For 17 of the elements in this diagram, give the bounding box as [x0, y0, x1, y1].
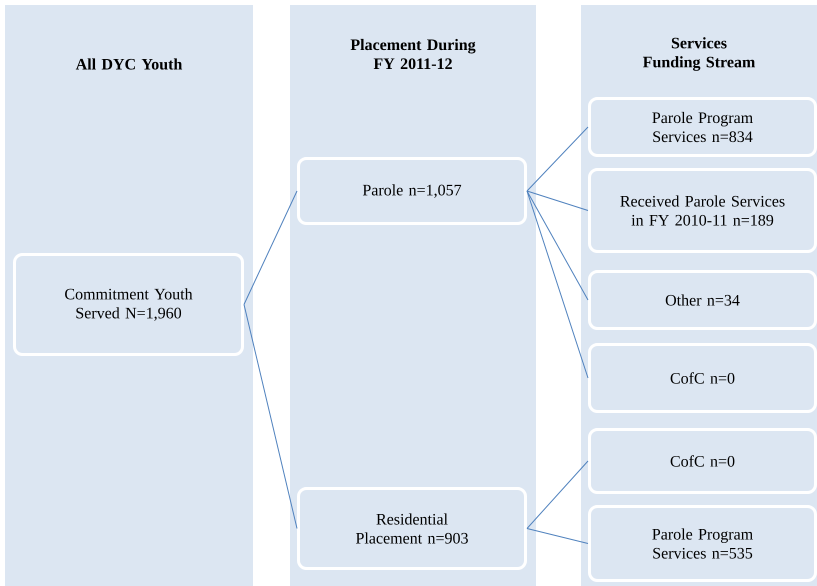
text-box: Commitment Youth Served N=1,960	[13, 253, 244, 356]
text-box: Parole Program Services n=834	[588, 97, 817, 157]
connector-line	[526, 126, 588, 192]
connector-line	[526, 190, 588, 378]
connector-line	[244, 304, 298, 529]
text-box: Residential Placement n=903	[297, 487, 527, 570]
connector-line	[526, 190, 588, 211]
connector-line	[526, 460, 588, 529]
connector-line	[526, 528, 588, 544]
text-box: Received Parole Services in FY 2010-11 n=189	[588, 168, 817, 253]
text-box: Parole Program Services n=535	[588, 505, 817, 582]
text-box: Other n=34	[588, 270, 817, 330]
connector-line	[244, 190, 298, 305]
text-box: CofC n=0	[588, 428, 817, 494]
connector-line	[526, 190, 588, 300]
text-box: CofC n=0	[588, 343, 817, 413]
text-box: Parole n=1,057	[297, 157, 527, 225]
